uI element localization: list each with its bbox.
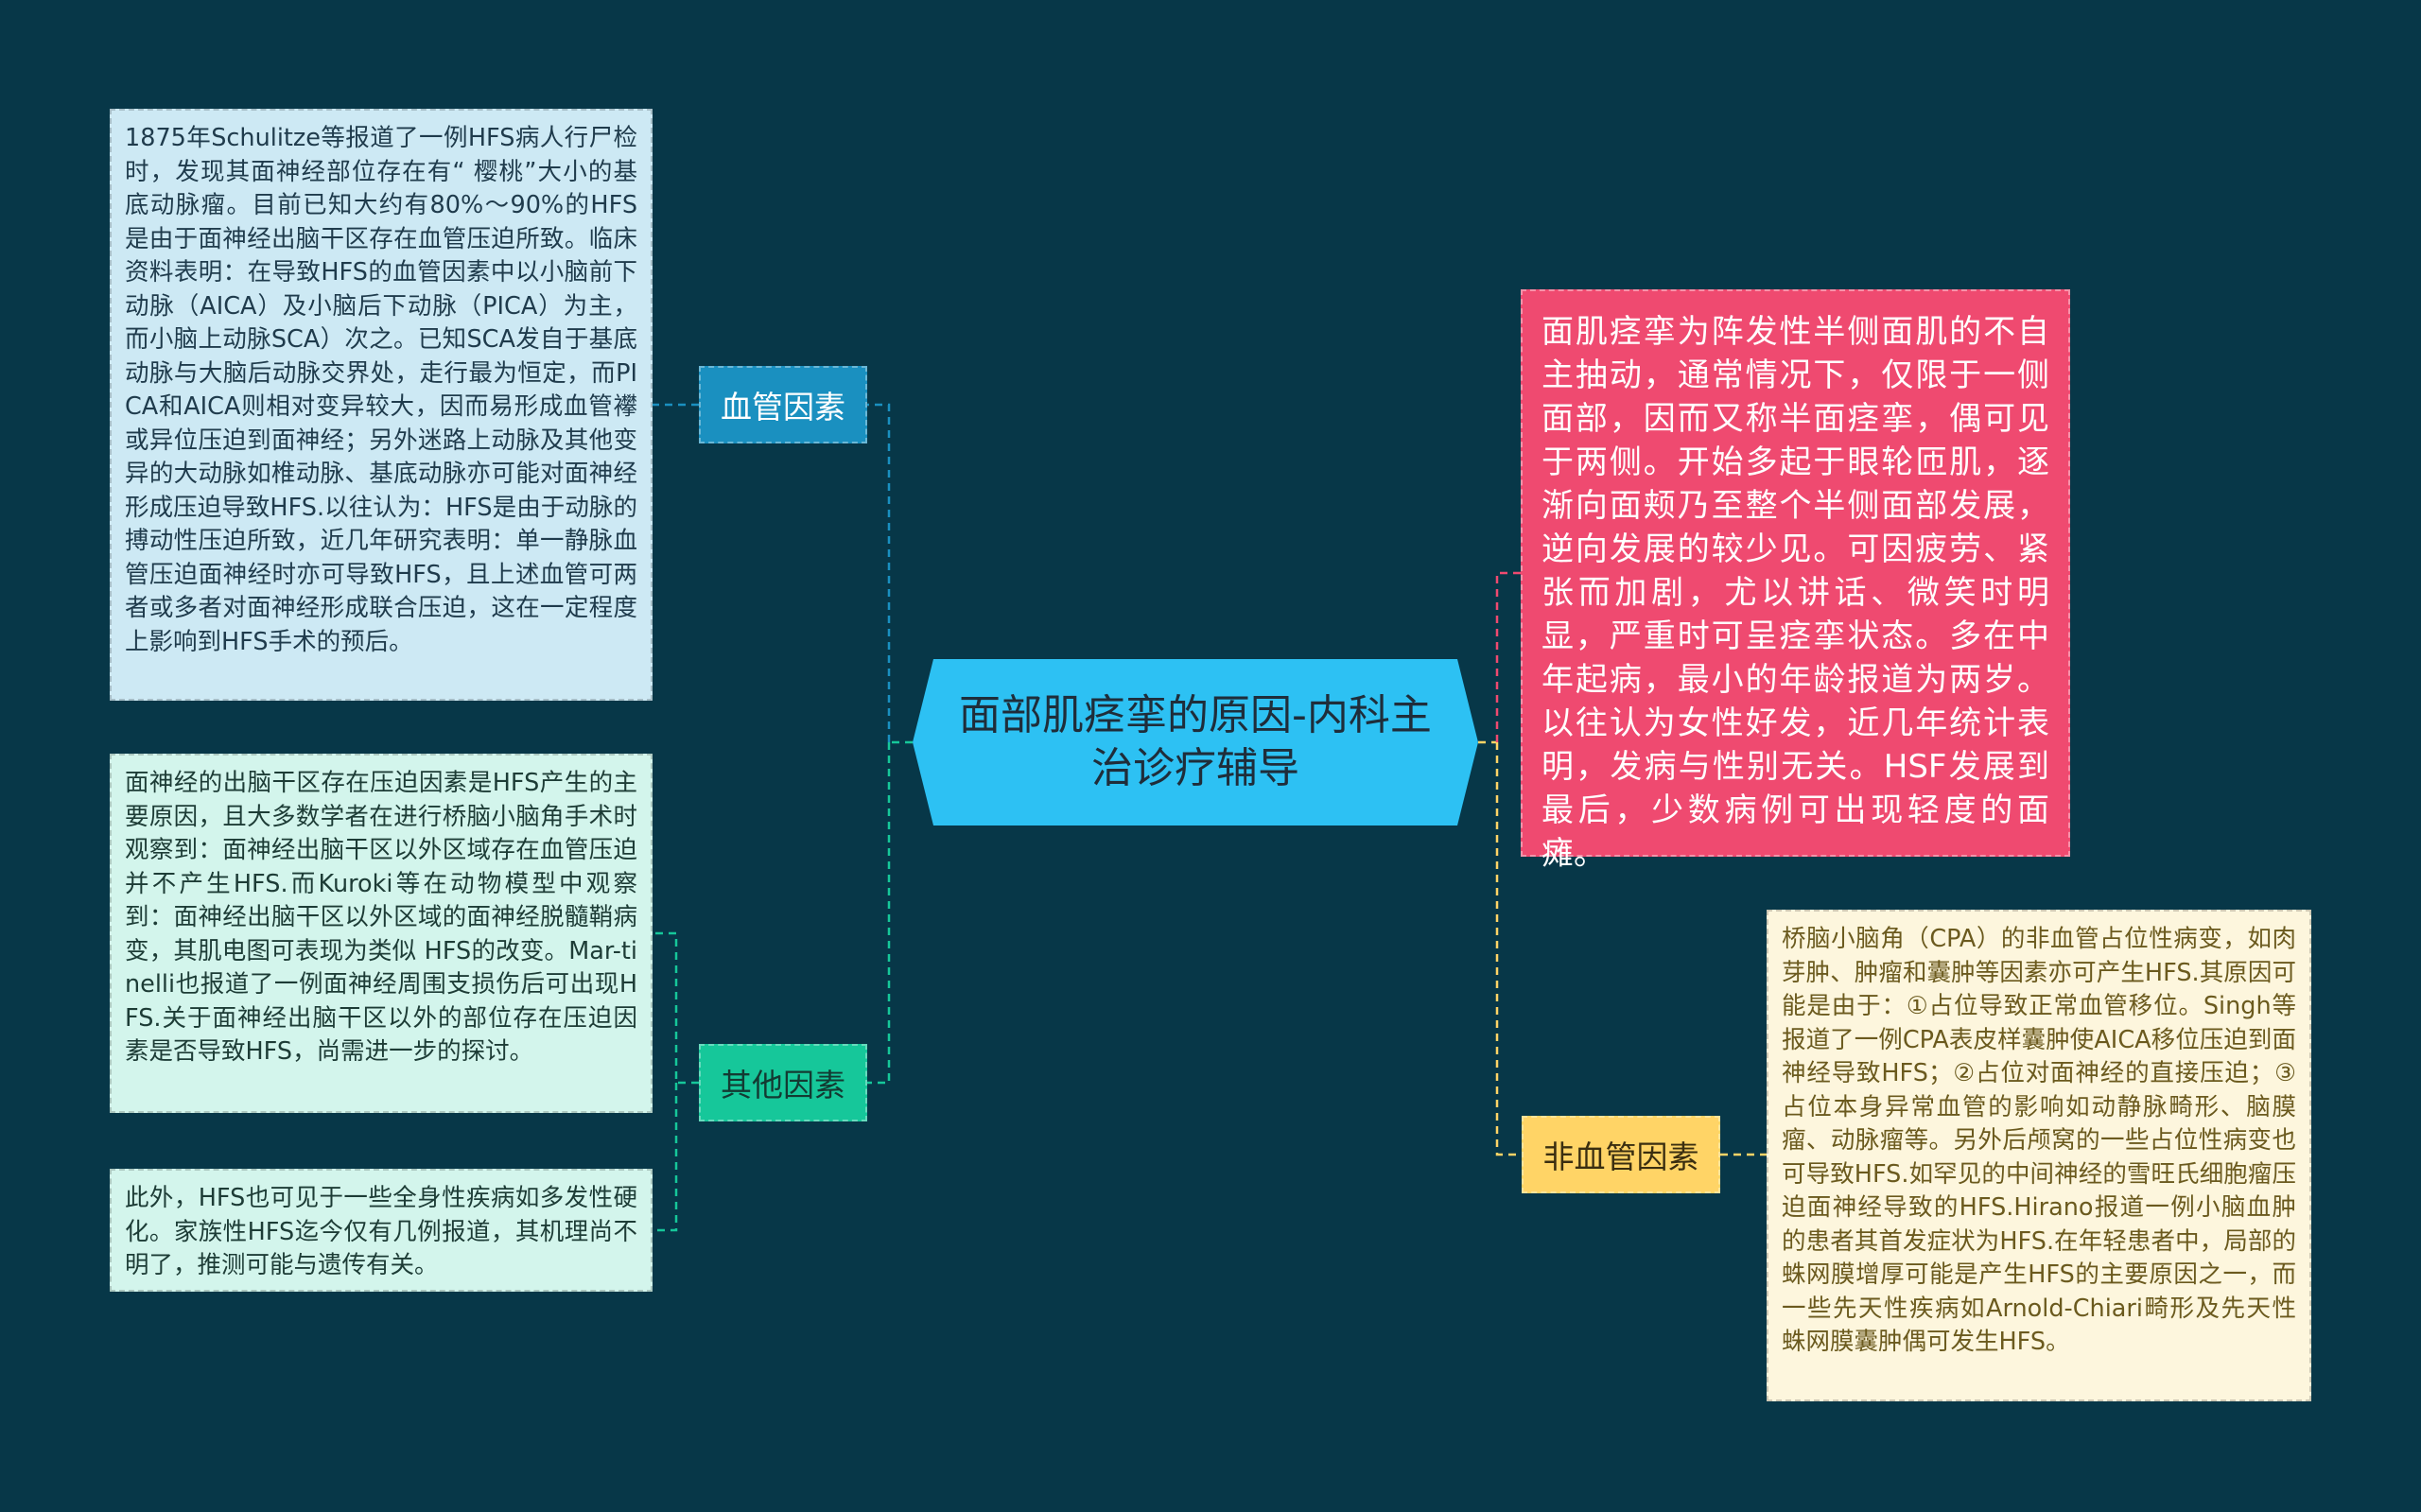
- branch-other-label: 其他因素: [721, 1067, 845, 1104]
- leaf-vascular-detail[interactable]: 1875年Schulitze等报道了一例HFS病人行尸检时，发现其面神经部位存在…: [110, 109, 653, 701]
- leaf-vascular-text: 1875年Schulitze等报道了一例HFS病人行尸检时，发现其面神经部位存在…: [125, 124, 637, 656]
- connector-other-spine: [653, 931, 699, 1232]
- branch-other-factors[interactable]: 其他因素: [699, 1044, 867, 1121]
- connector-right-spine-nonvasc: [1495, 742, 1522, 1156]
- connector-left-spine-vascular: [867, 403, 891, 742]
- branch-nonvascular-label: 非血管因素: [1542, 1138, 1699, 1175]
- branch-nonvascular-factors[interactable]: 非血管因素: [1522, 1116, 1720, 1193]
- leaf-other-detail-1[interactable]: 面神经的出脑干区存在压迫因素是HFS产生的主要原因，且大多数学者在进行桥脑小脑角…: [110, 754, 653, 1113]
- root-topic-title: 面部肌痉挛的原因-内科主治诊疗辅导: [959, 691, 1432, 792]
- leaf-nonvascular-text: 桥脑小脑角（CPA）的非血管占位性病变，如肉芽肿、肿瘤和囊肿等因素亦可产生HFS…: [1782, 925, 2296, 1356]
- connector-right-spine-def: [1495, 571, 1521, 742]
- branch-vascular-label: 血管因素: [721, 389, 845, 426]
- leaf-definition[interactable]: 面肌痉挛为阵发性半侧面肌的不自主抽动，通常情况下，仅限于一侧面部，因而又称半面痉…: [1521, 289, 2070, 873]
- branch-vascular-factors[interactable]: 血管因素: [699, 366, 867, 443]
- leaf-definition-text: 面肌痉挛为阵发性半侧面肌的不自主抽动，通常情况下，仅限于一侧面部，因而又称半面痉…: [1541, 313, 2049, 873]
- leaf-other-text-2: 此外，HFS也可见于一些全身性疾病如多发性硬化。家族性HFS迄今仅有几例报道，其…: [125, 1184, 637, 1279]
- connector-left-spine-other: [867, 742, 891, 1085]
- leaf-other-text-1: 面神经的出脑干区存在压迫因素是HFS产生的主要原因，且大多数学者在进行桥脑小脑角…: [125, 769, 637, 1066]
- root-topic[interactable]: 面部肌痉挛的原因-内科主治诊疗辅导: [913, 659, 1478, 826]
- leaf-nonvascular-detail[interactable]: 桥脑小脑角（CPA）的非血管占位性病变，如肉芽肿、肿瘤和囊肿等因素亦可产生HFS…: [1767, 910, 2311, 1401]
- leaf-other-detail-2[interactable]: 此外，HFS也可见于一些全身性疾病如多发性硬化。家族性HFS迄今仅有几例报道，其…: [110, 1169, 653, 1292]
